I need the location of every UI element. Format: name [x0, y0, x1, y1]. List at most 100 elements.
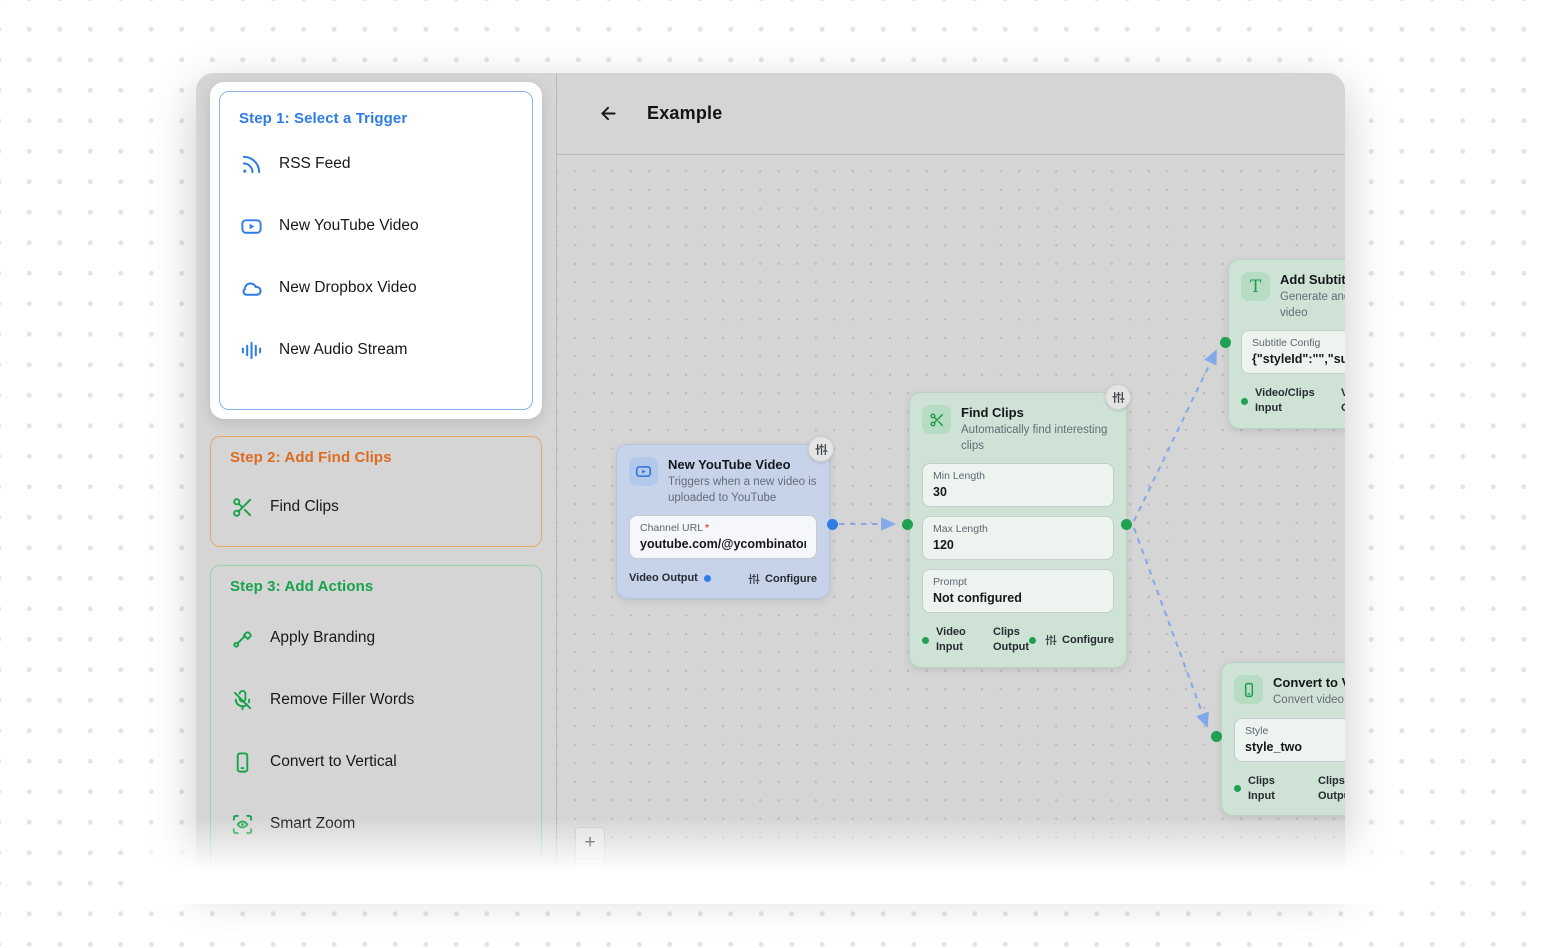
brush-icon — [230, 626, 254, 650]
scan-eye-icon — [230, 812, 254, 836]
sliders-icon — [748, 573, 760, 584]
sidebar-item-label: Convert to Vertical — [270, 753, 397, 770]
back-button[interactable] — [593, 99, 623, 129]
node-description: Convert video to vertical — [1273, 694, 1345, 707]
port-youtube-video-output[interactable] — [827, 518, 838, 530]
sidebar: Step 1: Select a Trigger RSS Feed New Yo… — [196, 73, 557, 879]
step1-highlight-card: Step 1: Select a Trigger RSS Feed New Yo… — [210, 82, 542, 419]
sidebar-item-apply-branding[interactable]: Apply Branding — [228, 607, 524, 669]
cloud-icon — [239, 276, 263, 300]
sidebar-item-label: RSS Feed — [279, 155, 351, 172]
audio-waveform-icon — [239, 338, 263, 362]
port-findclips-clips-output[interactable] — [1121, 518, 1132, 530]
canvas-zoom-controls: + − — [575, 827, 605, 879]
output-pin-dot — [1029, 636, 1037, 644]
step2-panel: Step 2: Add Find Clips Find Clips — [210, 436, 542, 547]
output-pin-label: Clips Output — [993, 626, 1030, 654]
input-pin-label: Clips Input — [1248, 774, 1275, 802]
node-title: New YouTube Video — [668, 457, 791, 472]
zoom-out-button[interactable]: − — [576, 858, 604, 879]
rss-icon — [239, 152, 263, 176]
sidebar-item-convert-to-vertical[interactable]: Convert to Vertical — [228, 731, 524, 793]
sidebar-item-label: Remove Filler Words — [270, 691, 415, 708]
field-min-length[interactable]: Min Length 30 — [922, 463, 1114, 508]
node-convert-to-vertical[interactable]: Convert to Vertical Convert video to ver… — [1221, 662, 1345, 817]
node-settings-button[interactable] — [808, 436, 834, 462]
page-title: Example — [647, 103, 723, 123]
required-mark: * — [705, 522, 710, 535]
configure-button[interactable]: Configure — [748, 573, 817, 585]
input-pin-dot — [1234, 785, 1241, 793]
sidebar-item-label: Smart Zoom — [270, 815, 356, 832]
subtitles-icon — [230, 874, 254, 879]
sidebar-item-smart-zoom[interactable]: Smart Zoom — [228, 793, 524, 855]
main-area: Example — [557, 73, 1345, 879]
node-settings-button[interactable] — [1105, 384, 1131, 410]
mic-off-icon — [230, 688, 254, 712]
sidebar-item-remove-filler-words[interactable]: Remove Filler Words — [228, 669, 524, 731]
zoom-in-button[interactable]: + — [584, 832, 596, 853]
configure-button[interactable]: Configure — [1029, 634, 1114, 646]
output-pin-label: Video/Clips Output — [1341, 387, 1345, 414]
node-title: Convert to Vertical — [1273, 675, 1345, 690]
field-value: style_two — [1245, 739, 1302, 754]
field-max-length[interactable]: Max Length 120 — [922, 516, 1114, 561]
youtube-icon — [629, 457, 658, 486]
workflow-canvas[interactable]: New YouTube Video Triggers when a new vi… — [557, 155, 1345, 879]
step3-title: Step 3: Add Actions — [230, 578, 374, 595]
port-findclips-video-input[interactable] — [902, 518, 913, 530]
field-prompt[interactable]: Prompt Not configured — [922, 569, 1114, 614]
step1-panel: Step 1: Select a Trigger RSS Feed New Yo… — [219, 91, 533, 410]
configure-label: Configure — [1062, 634, 1114, 647]
sliders-icon — [1111, 391, 1125, 403]
field-channel-url[interactable]: Channel URL* youtube.com/@ycombinator — [629, 515, 817, 560]
youtube-icon — [239, 214, 263, 238]
port-addsubtitles-input[interactable] — [1220, 336, 1231, 348]
output-pin-label: Clips Output — [1318, 774, 1345, 802]
input-pin-label: Video/Clips Input — [1255, 387, 1315, 415]
sidebar-item-find-clips[interactable]: Find Clips — [228, 478, 524, 536]
node-add-subtitles[interactable]: T Add Subtitles Generate and add subtitl… — [1228, 259, 1345, 429]
sidebar-item-add-subtitles[interactable]: Add Subtitles — [228, 855, 524, 879]
field-subtitle-config[interactable]: Subtitle Config {"styleId":"","subtitle — [1241, 330, 1345, 375]
configure-label: Configure — [765, 572, 817, 585]
smartphone-icon — [230, 750, 254, 774]
field-label: Prompt — [933, 576, 967, 589]
arrow-left-icon — [600, 106, 616, 121]
field-value: 120 — [933, 538, 954, 553]
sidebar-item-label: Add Subtitles — [270, 877, 361, 879]
node-title: Add Subtitles — [1280, 272, 1345, 287]
sliders-icon — [1045, 635, 1057, 646]
sidebar-item-new-youtube-video[interactable]: New YouTube Video — [237, 195, 515, 257]
node-new-youtube-video[interactable]: New YouTube Video Triggers when a new vi… — [616, 436, 834, 600]
smartphone-icon — [1234, 675, 1263, 704]
sliders-icon — [814, 443, 828, 455]
sidebar-item-label: New Dropbox Video — [279, 279, 417, 296]
field-value: youtube.com/@ycombinator — [640, 537, 806, 552]
field-value: {"styleId":"","subtitle — [1252, 352, 1345, 367]
port-converttovertical-input[interactable] — [1211, 730, 1222, 742]
node-find-clips[interactable]: Find Clips Automatically find interestin… — [909, 384, 1131, 668]
field-label: Subtitle Config — [1252, 337, 1321, 350]
node-description: Automatically find interesting clips — [961, 424, 1108, 452]
workflow-app-window: Step 1: Select a Trigger RSS Feed New Yo… — [196, 73, 1345, 879]
scissors-icon — [922, 405, 951, 434]
field-style[interactable]: Style style_two — [1234, 717, 1345, 762]
sidebar-item-new-audio-stream[interactable]: New Audio Stream — [237, 319, 515, 381]
step1-title: Step 1: Select a Trigger — [239, 110, 408, 127]
field-label: Style — [1245, 724, 1269, 737]
node-title: Find Clips — [961, 405, 1024, 420]
node-description: Generate and add subtitles to video — [1280, 291, 1345, 319]
sidebar-item-label: Find Clips — [270, 498, 339, 515]
node-description: Triggers when a new video is uploaded to… — [668, 476, 817, 504]
scissors-icon — [230, 495, 254, 519]
sidebar-item-rss-feed[interactable]: RSS Feed — [237, 133, 515, 195]
field-value: Not configured — [933, 591, 1022, 606]
step2-title: Step 2: Add Find Clips — [230, 449, 392, 466]
sidebar-item-label: Apply Branding — [270, 629, 376, 646]
sidebar-item-label: New YouTube Video — [279, 217, 419, 234]
field-label: Max Length — [933, 523, 988, 536]
sidebar-item-new-dropbox-video[interactable]: New Dropbox Video — [237, 257, 515, 319]
input-pin-dot — [922, 636, 929, 644]
